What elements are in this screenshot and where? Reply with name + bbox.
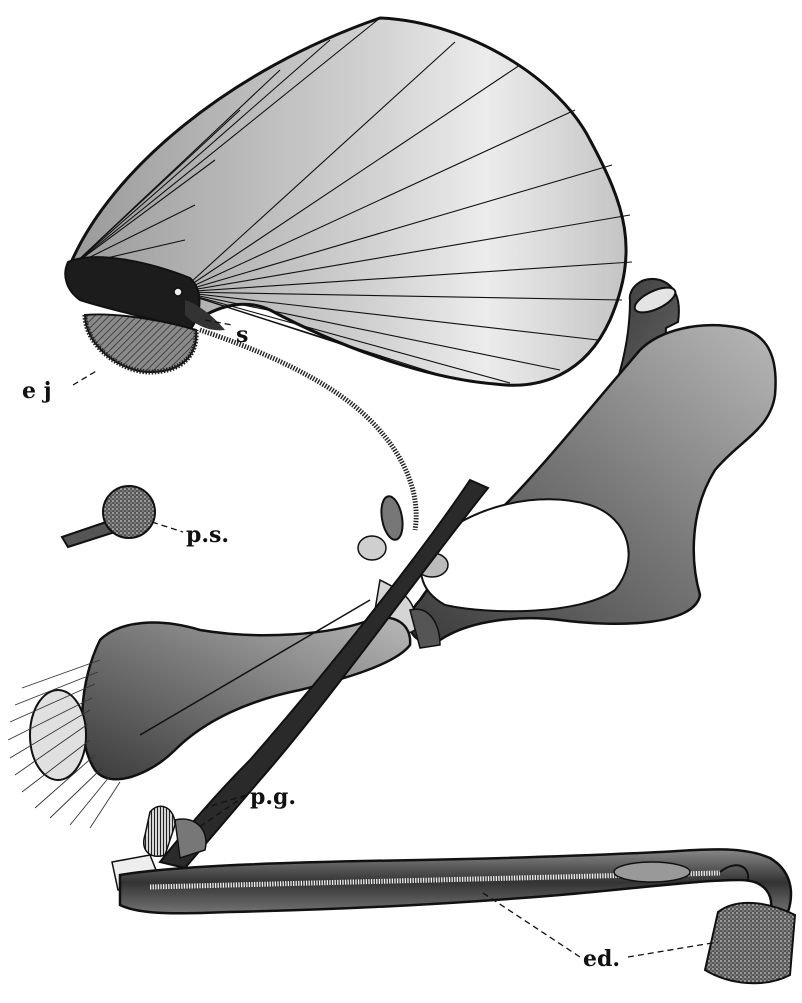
left-lobe xyxy=(8,600,410,828)
label-pg: p.g. xyxy=(250,784,296,810)
label-ed: ed. xyxy=(583,946,620,972)
ejaculatory-duct xyxy=(120,849,795,983)
ps-structure xyxy=(62,486,155,547)
label-s: s xyxy=(236,322,248,348)
label-ej: e j xyxy=(22,378,52,404)
label-ps: p.s. xyxy=(186,522,229,548)
